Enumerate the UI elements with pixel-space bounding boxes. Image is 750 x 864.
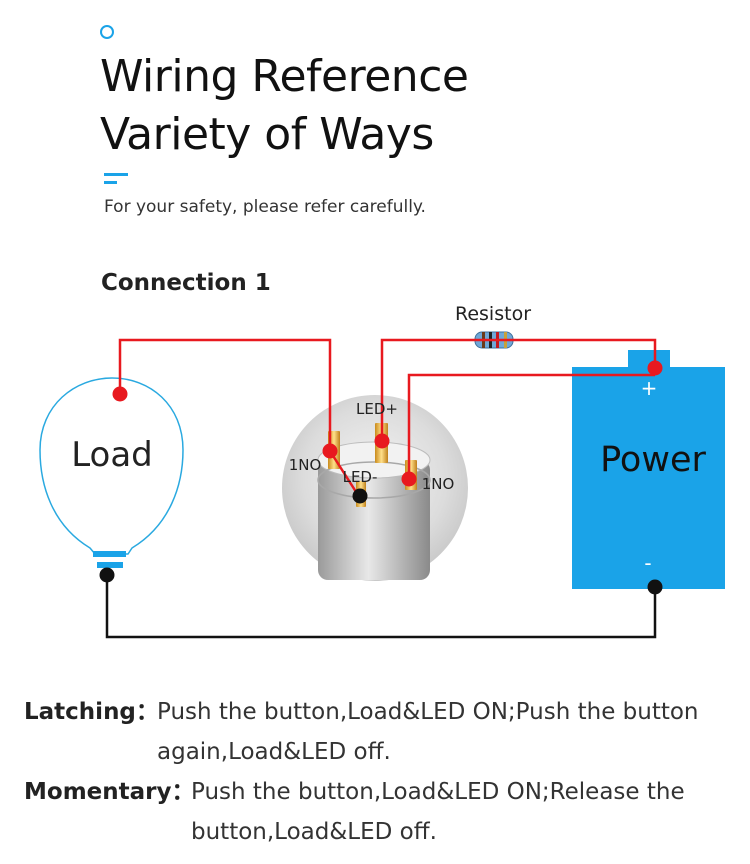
page-title: Wiring Reference Variety of Ways bbox=[100, 48, 469, 164]
1no-left-label: 1NO bbox=[289, 456, 322, 474]
momentary-line-2: button,Load&LED off. bbox=[191, 819, 437, 845]
dot-led-plus bbox=[374, 433, 390, 449]
power-source: Power + - bbox=[572, 350, 725, 589]
power-label: Power bbox=[600, 440, 706, 480]
power-minus-sign: - bbox=[644, 551, 651, 575]
led-plus-label: LED+ bbox=[356, 400, 398, 418]
connection-dots bbox=[99, 360, 663, 595]
wire-led-plus-to-resistor-to-power bbox=[380, 338, 657, 441]
wire-1no-to-led-minus bbox=[328, 450, 360, 496]
dot-led-minus bbox=[352, 488, 368, 504]
momentary-label: Momentary： bbox=[24, 779, 195, 805]
subtitle: For your safety, please refer carefully. bbox=[104, 197, 426, 217]
power-plus-sign: + bbox=[641, 376, 658, 400]
wire-1no-to-power-plus bbox=[407, 373, 655, 479]
title-line-1: Wiring Reference bbox=[100, 51, 469, 102]
wire-load-to-power-minus bbox=[105, 575, 657, 639]
title-line-2: Variety of Ways bbox=[100, 109, 434, 160]
dot-power-minus bbox=[647, 579, 663, 595]
latching-line-1: Push the button,Load&LED ON;Push the but… bbox=[157, 699, 699, 725]
switch-body bbox=[318, 460, 430, 580]
dot-power-plus bbox=[647, 360, 663, 376]
red-wires bbox=[118, 338, 657, 496]
title-ring-icon bbox=[100, 25, 114, 39]
switch-top bbox=[317, 441, 431, 479]
wire-load-to-1no bbox=[118, 338, 332, 451]
connection-heading: Connection 1 bbox=[101, 270, 271, 296]
power-block bbox=[572, 367, 725, 589]
latching-label: Latching： bbox=[24, 699, 159, 725]
bulb-outline bbox=[39, 377, 184, 555]
accent-dash-short bbox=[104, 181, 117, 184]
momentary-line-1: Push the button,Load&LED ON;Release the bbox=[191, 779, 685, 805]
1no-right-label: 1NO bbox=[422, 475, 455, 493]
dot-1no-right bbox=[401, 471, 417, 487]
load-bulb: Load bbox=[39, 377, 184, 568]
latching-line-2: again,Load&LED off. bbox=[157, 739, 391, 765]
switch-ring bbox=[317, 461, 431, 499]
bulb-base-band-2 bbox=[97, 562, 123, 568]
dot-load-base bbox=[99, 567, 115, 583]
wiring-diagram: Load Power + - Resistor bbox=[39, 303, 725, 639]
led-minus-label: LED- bbox=[343, 468, 378, 486]
dot-load-terminal bbox=[112, 386, 128, 402]
dot-1no-left bbox=[322, 443, 338, 459]
load-label: Load bbox=[71, 435, 153, 475]
accent-dash-long bbox=[104, 173, 128, 176]
bulb-base-band-1 bbox=[93, 551, 126, 557]
resistor-label: Resistor bbox=[455, 303, 531, 325]
